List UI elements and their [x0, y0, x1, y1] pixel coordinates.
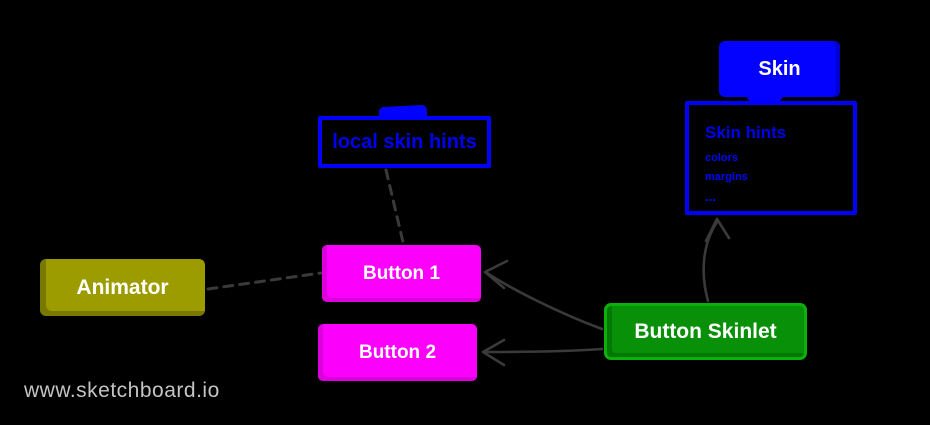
edge-skinlet-to-skin-hints-arrowhead	[704, 217, 731, 243]
edge-skinlet-to-button2[interactable]	[484, 347, 604, 354]
edge-skinlet-to-button1[interactable]	[485, 271, 604, 331]
node-animator[interactable]: Animator	[40, 259, 205, 316]
node-local-skin-hints[interactable]: local skin hints	[318, 116, 491, 168]
node-button-2-label: Button 2	[358, 341, 437, 363]
node-button-2[interactable]: Button 2	[318, 324, 477, 381]
node-skin-label: Skin	[758, 57, 801, 80]
node-button-skinlet[interactable]: Button Skinlet	[604, 303, 807, 360]
skin-hints-item-colors: colors	[705, 152, 739, 164]
edge-skinlet-to-button2-arrowhead	[481, 338, 506, 367]
edge-local-skin-hints-to-button1[interactable]	[384, 168, 405, 244]
node-button-skinlet-label: Button Skinlet	[634, 319, 777, 343]
node-button-1-label: Button 1	[362, 262, 441, 284]
sketchboard-watermark: www.sketchboard.io	[24, 379, 220, 402]
node-button-1[interactable]: Button 1	[322, 245, 481, 302]
node-local-skin-hints-label: local skin hints	[332, 130, 477, 153]
edge-animator-to-button1[interactable]	[206, 271, 323, 291]
node-skin[interactable]: Skin	[719, 41, 840, 97]
skin-hints-item-ellipsis: ...	[705, 189, 716, 204]
skin-hints-item-margins: margins	[705, 171, 748, 183]
node-animator-label: Animator	[76, 275, 169, 299]
edge-skinlet-to-button1-arrowhead	[483, 259, 509, 290]
skin-hints-title: Skin hints	[705, 123, 787, 142]
node-skin-hints[interactable]: Skin hints colors margins ...	[685, 101, 857, 215]
